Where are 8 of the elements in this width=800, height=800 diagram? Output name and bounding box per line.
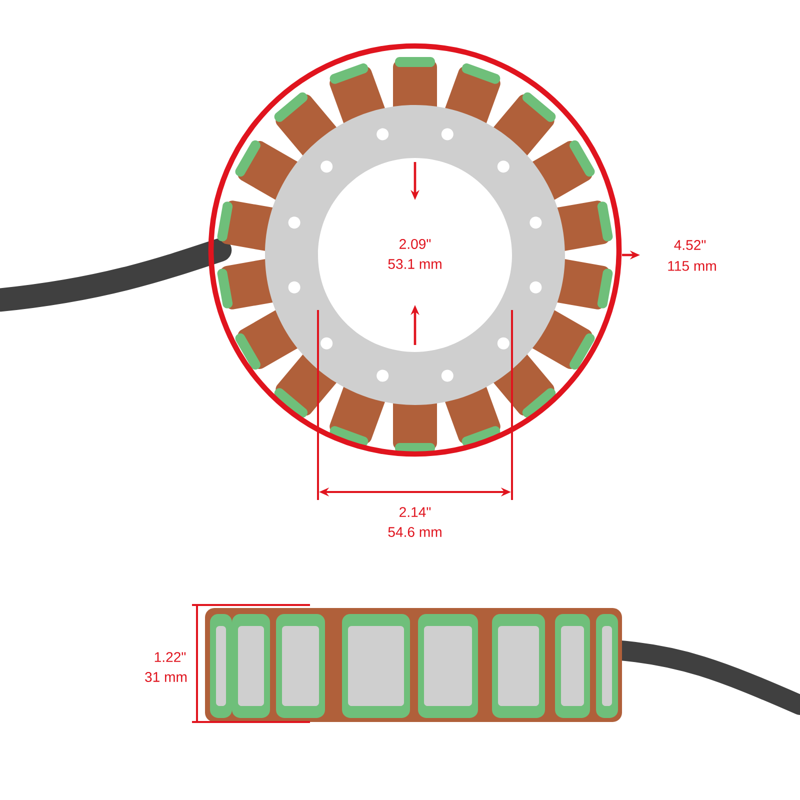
dimension-text: 115 mm [668,261,716,271]
dimension-text: 1.22" [154,652,186,662]
dimension-text: 2.14" [400,507,431,517]
dimension-text: 31 mm [145,672,187,682]
dimension-text: 2.09" [400,239,431,249]
dimension-text: 53.1 mm [388,259,442,269]
dimension-text: 54.6 mm [388,527,442,537]
dimension-text: 4.52" [674,240,706,250]
